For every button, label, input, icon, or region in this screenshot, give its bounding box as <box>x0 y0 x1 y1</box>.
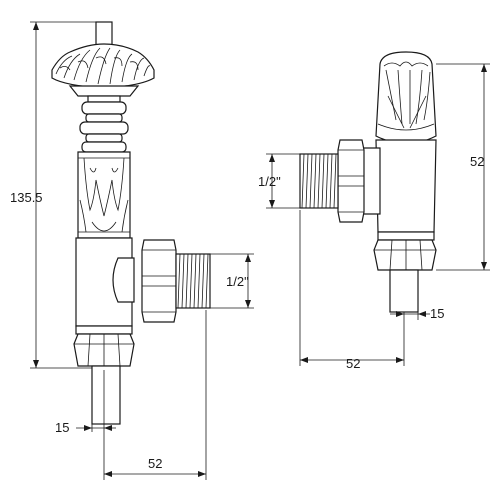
left-valve-outlet-collar <box>112 257 135 303</box>
right-thread-label: 1/2" <box>258 174 281 189</box>
left-valve-ring-3 <box>79 121 129 135</box>
left-valve-hex-nut <box>141 239 177 323</box>
left-valve-ring-2 <box>85 113 123 123</box>
right-offset-label: 52 <box>346 356 360 371</box>
left-valve-handle-head <box>51 43 155 89</box>
left-valve-ring-1 <box>81 101 127 115</box>
left-valve-handle-cup <box>68 85 140 97</box>
left-valve-neck-top <box>87 95 121 103</box>
left-valve-tail-pipe <box>91 365 121 425</box>
left-height-label: 135.5 <box>10 190 43 205</box>
left-valve-collar <box>75 325 133 335</box>
left-valve <box>51 21 211 425</box>
right-valve-tail-pipe <box>389 269 419 313</box>
right-height-label: 52 <box>470 154 484 169</box>
left-valve-ring-4 <box>85 133 123 143</box>
right-valve-bottom-nut <box>373 239 437 271</box>
left-dimensions: 135.5 1/2" 15 52 <box>10 21 254 480</box>
left-valve-thread <box>175 253 211 309</box>
right-valve-collar <box>377 231 435 241</box>
left-valve-fluted-body <box>77 151 131 239</box>
right-valve <box>299 51 437 313</box>
right-dimensions: 52 1/2" 15 52 <box>258 63 490 371</box>
left-spindle-label: 15 <box>55 420 69 435</box>
left-thread-label: 1/2" <box>226 274 249 289</box>
right-spindle-label: 15 <box>430 306 444 321</box>
left-valve-spindle-cap <box>95 21 113 47</box>
right-valve-hex-nut <box>337 139 365 223</box>
left-offset-label: 52 <box>148 456 162 471</box>
right-valve-body <box>375 139 437 233</box>
left-valve-ring-5 <box>81 141 127 153</box>
